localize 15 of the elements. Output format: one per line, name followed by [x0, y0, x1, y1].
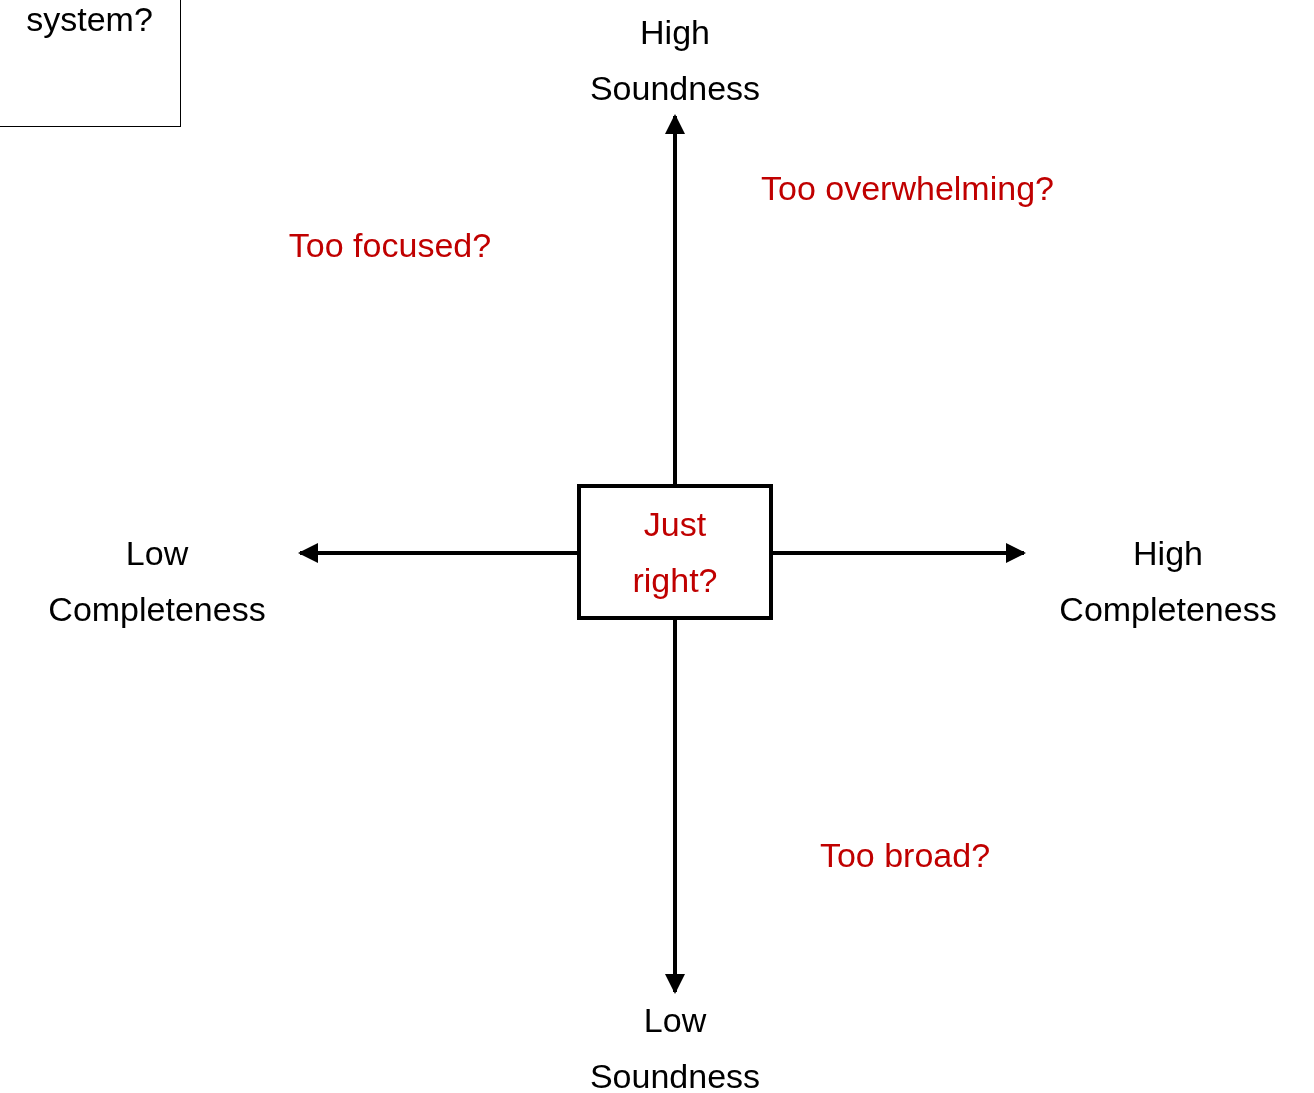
label-text: Low Completeness: [47, 533, 267, 630]
quadrant-label: Too broad?: [818, 835, 992, 876]
axis-arrow: [665, 114, 685, 484]
quadrant-label: Too focused?: [287, 225, 493, 266]
axis-arrow: [665, 620, 685, 994]
quadrant-label: Too overwhelming?: [760, 168, 1055, 209]
label-text: Low Soundness: [588, 1000, 762, 1093]
question-text: Just right?: [631, 504, 719, 601]
text-box: [0, 0, 181, 127]
axis-arrow: [773, 543, 1026, 563]
label-text: system?: [26, 0, 153, 40]
label-text: High Completeness: [1058, 533, 1278, 630]
axis-arrow: [298, 543, 577, 563]
label-text: High Soundness: [588, 12, 762, 109]
text-box: [577, 484, 773, 620]
